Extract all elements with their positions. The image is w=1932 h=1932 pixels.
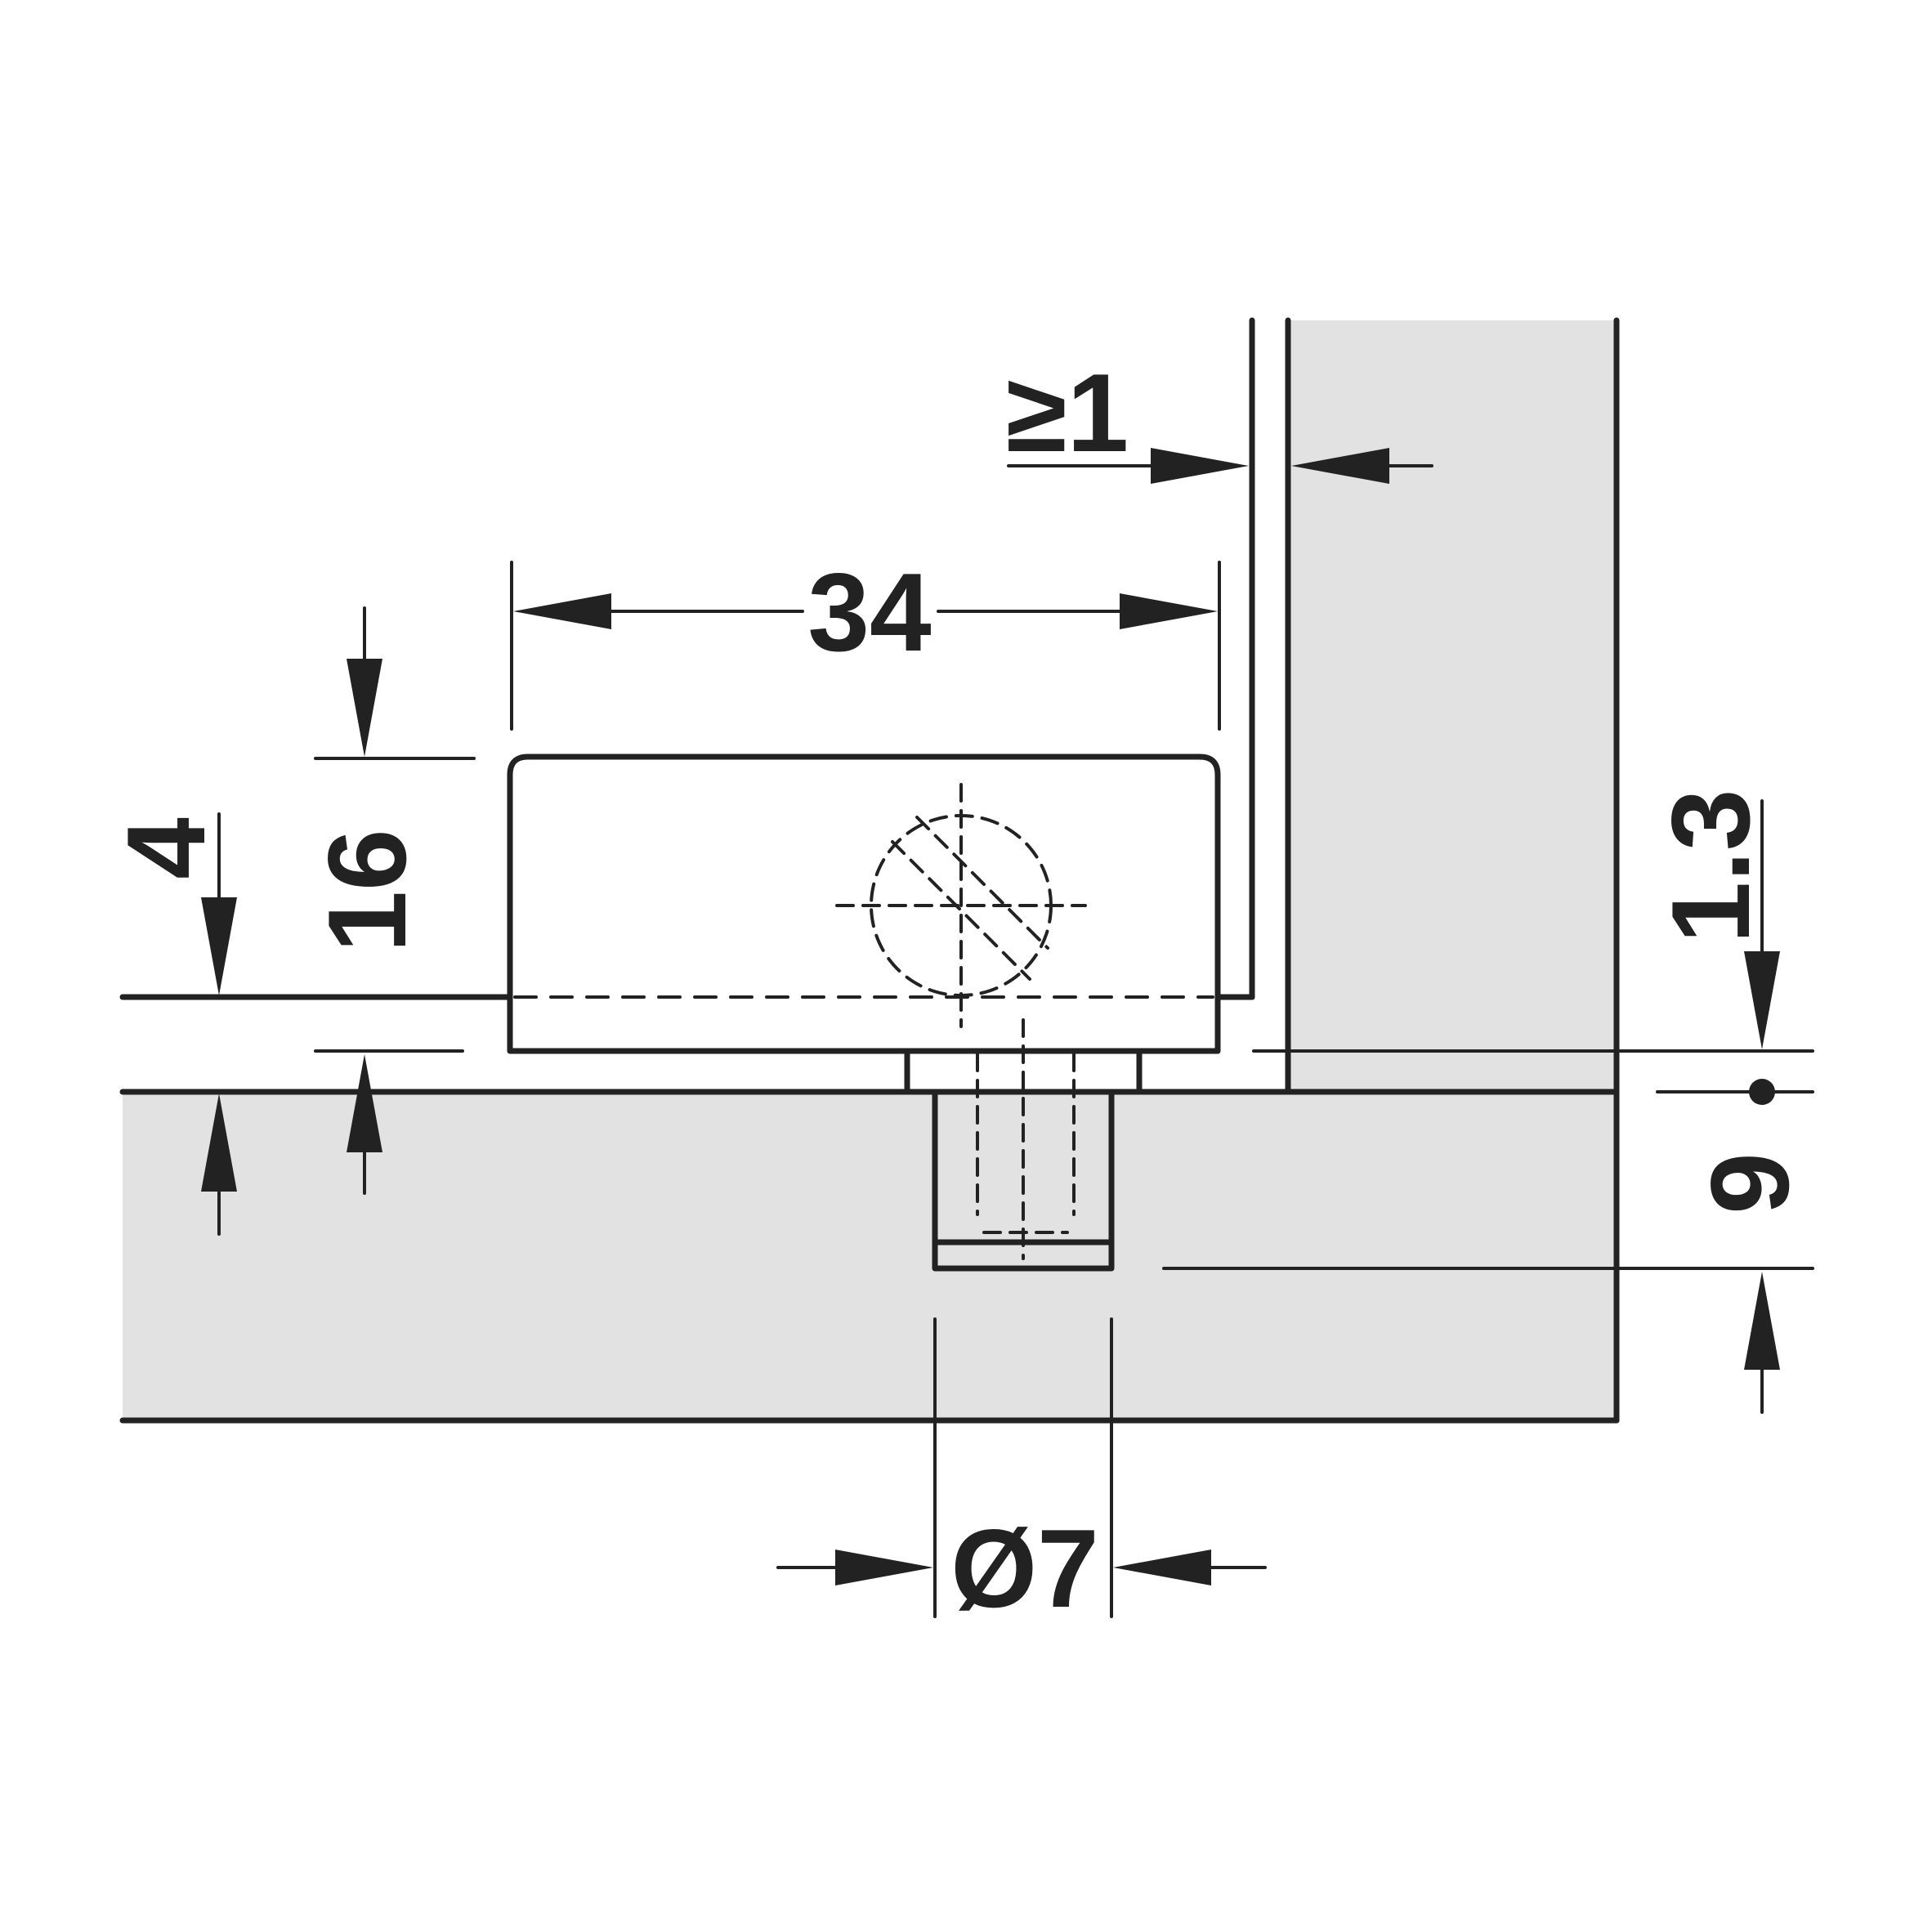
cam-hidden-circle (835, 783, 1087, 1028)
dimension-9-label: 9 (1688, 1152, 1812, 1214)
dimension-min-1: ≥1 (1006, 351, 1433, 484)
dimension-diameter-7-label: Ø7 (950, 1506, 1098, 1630)
connector-body (507, 754, 1221, 1272)
dimension-1-3: 1.3 (1252, 789, 1814, 1105)
dimension-4: 4 (104, 812, 237, 1236)
dimension-diameter-7: Ø7 (776, 1317, 1267, 1630)
panels (123, 320, 1618, 1420)
panel-outlines (119, 317, 1620, 1424)
dimension-9: 9 (1162, 1152, 1814, 1414)
dimension-34: 34 (510, 550, 1221, 731)
dimension-16-label: 16 (305, 829, 429, 952)
dimension-4-label: 4 (104, 817, 228, 879)
dimension-34-label: 34 (807, 550, 931, 674)
vertical-panel (1290, 320, 1618, 1092)
dimension-1-3-label: 1.3 (1648, 789, 1773, 943)
dimension-min-1-label: ≥1 (1006, 351, 1129, 475)
dimension-16: 16 (305, 606, 476, 1195)
horizontal-panel (123, 1092, 1617, 1420)
